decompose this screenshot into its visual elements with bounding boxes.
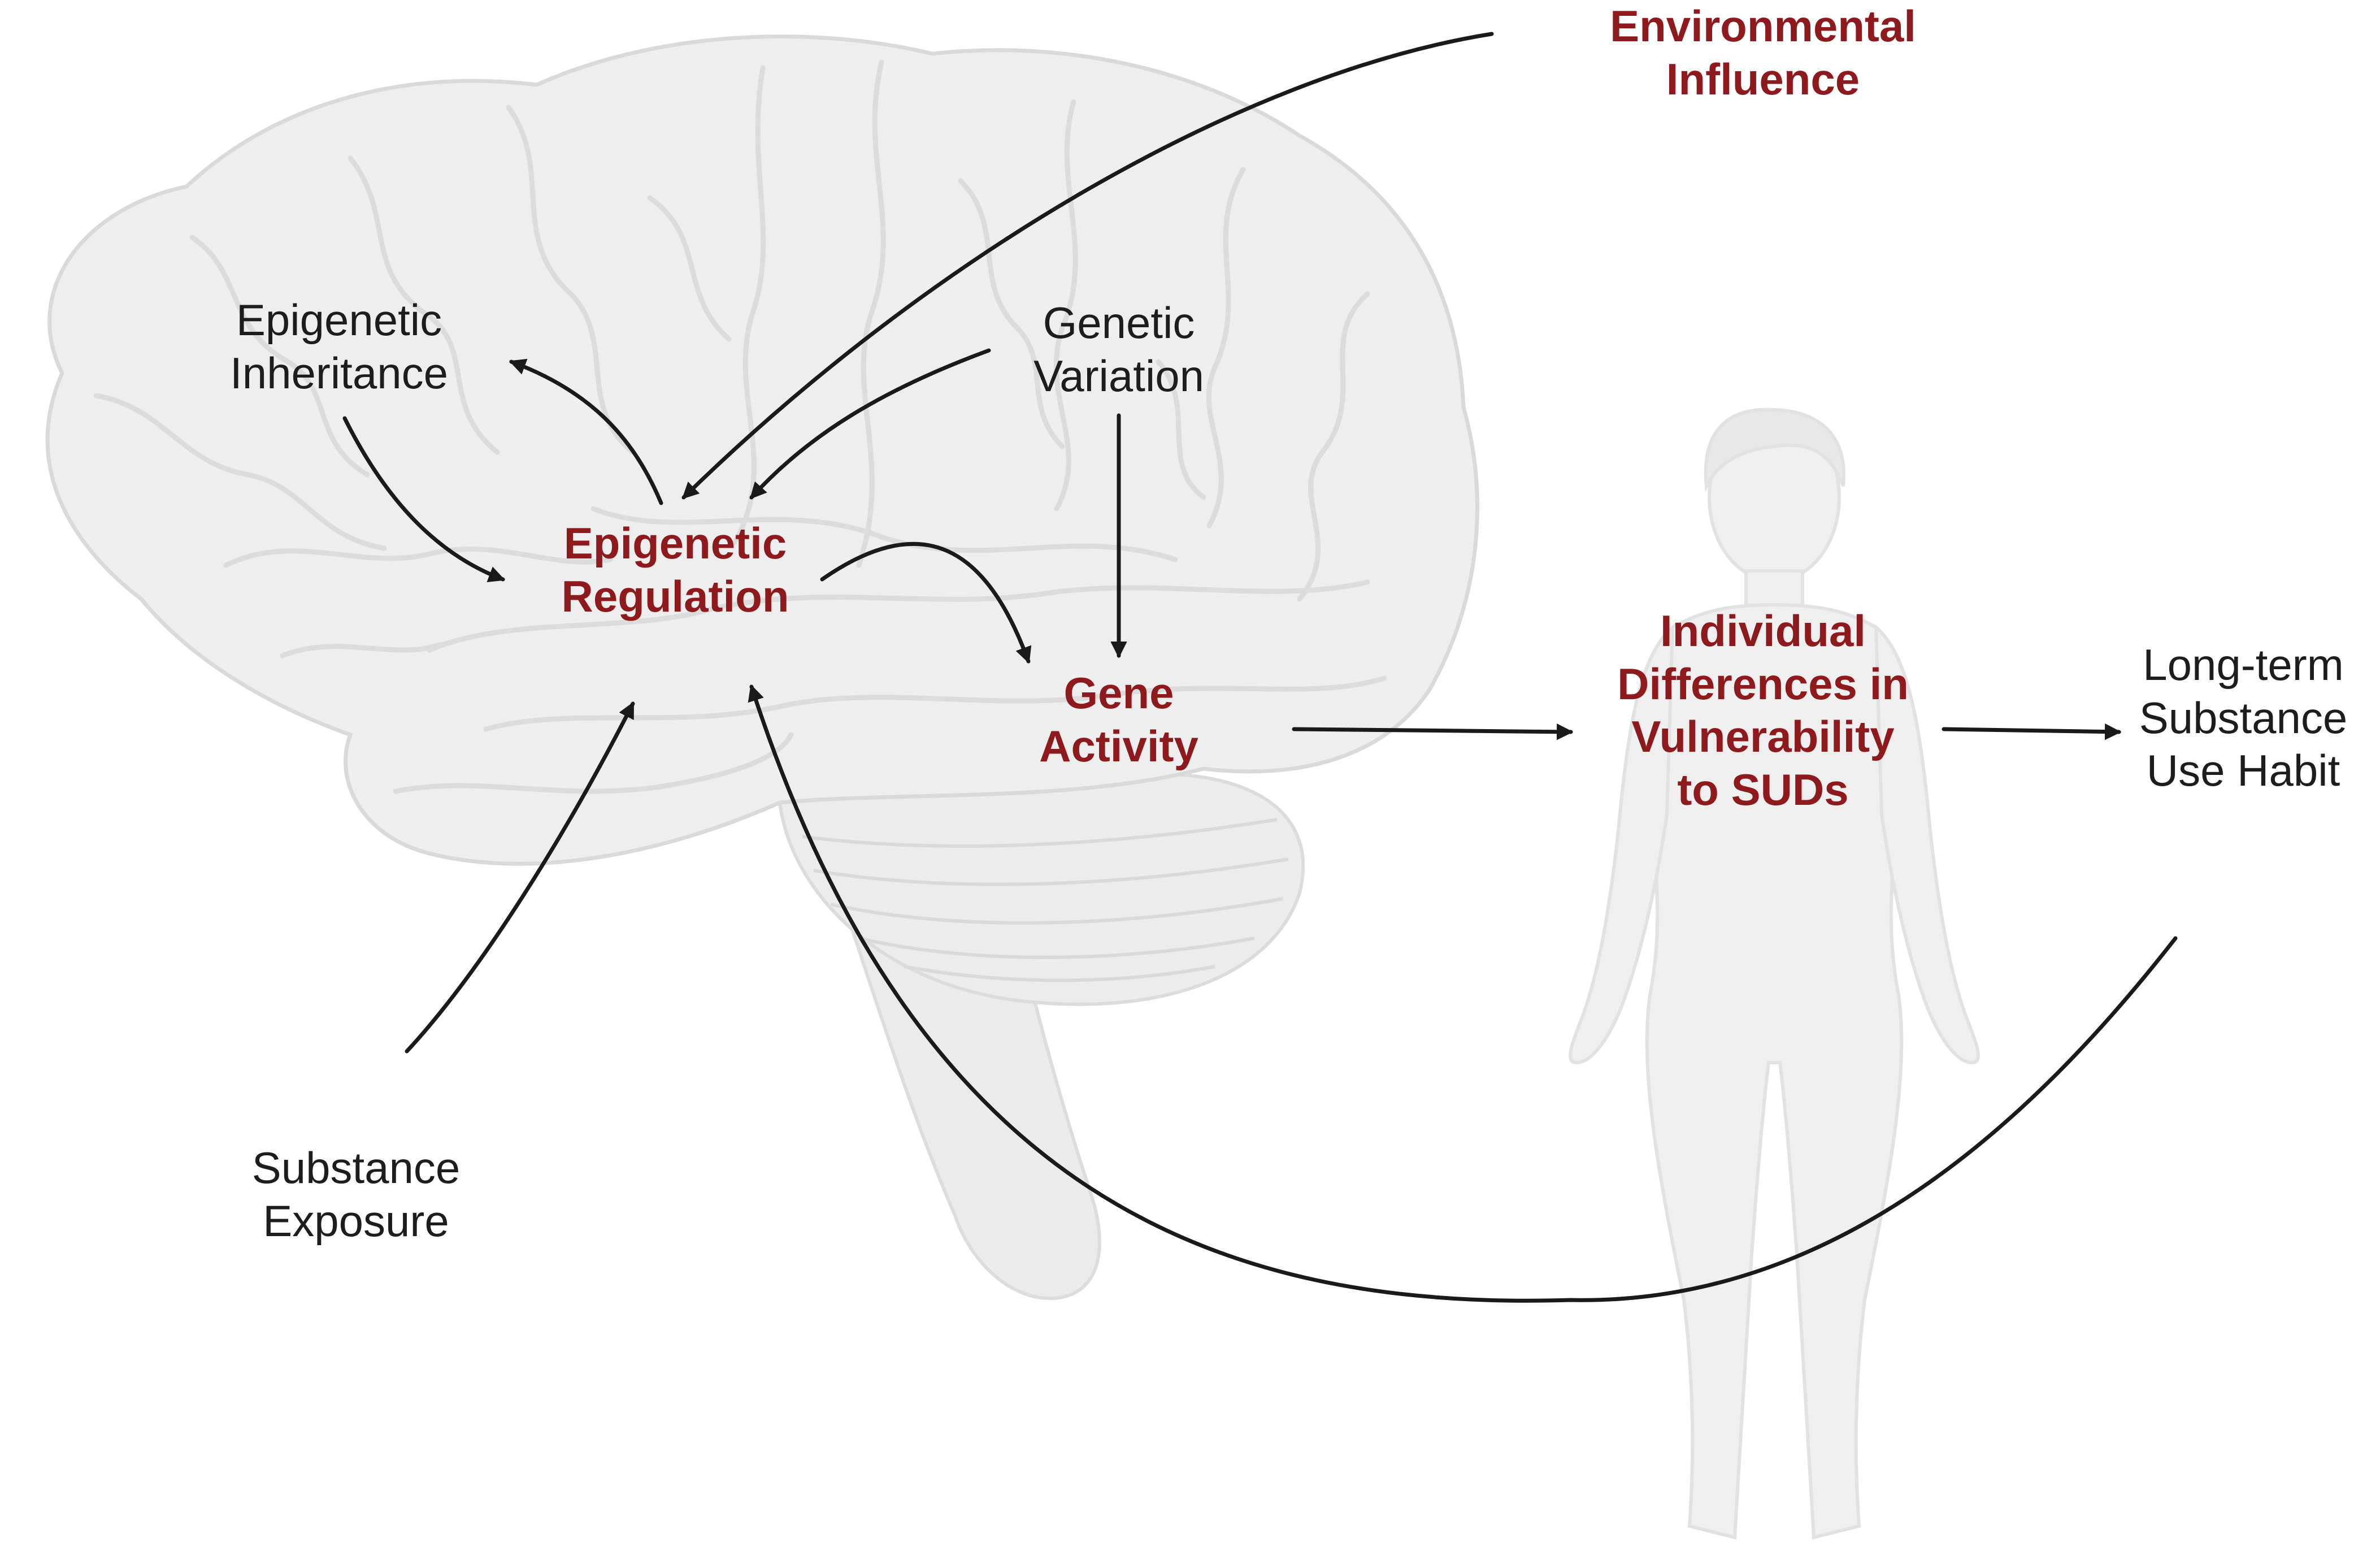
arrows — [342, 32, 2178, 1303]
label-genetic-variation: Genetic Variation — [1033, 298, 1205, 401]
arrow-environment-to-regulation — [681, 32, 1494, 500]
label-gene-activity: Gene Activity — [1039, 668, 1198, 771]
label-individual-differences: Individual Differences in Vulnerability … — [1617, 606, 1909, 814]
arrow-feedback-loop — [748, 684, 2178, 1303]
arrow-gene-activity-to-differences — [1292, 723, 1574, 740]
label-substance-exposure: Substance Exposure — [251, 1143, 461, 1246]
arrow-regulation-to-inheritance — [509, 358, 663, 505]
arrow-exposure-to-regulation — [405, 701, 635, 1054]
label-epigenetic-regulation: Epigenetic Regulation — [561, 518, 789, 621]
arrow-regulation-to-gene-activity — [820, 541, 1032, 664]
human-figure-illustration — [1569, 408, 1980, 1540]
arrow-differences-to-habit — [1942, 723, 2122, 740]
label-environmental-influence: Environmental Influence — [1610, 1, 1916, 104]
arrow-genetic-variation-to-regulation — [749, 348, 991, 500]
label-epigenetic-inheritance: Epigenetic Inheritance — [230, 295, 448, 398]
label-long-term-habit: Long-term Substance Use Habit — [2139, 640, 2348, 796]
arrow-inheritance-to-regulation — [342, 416, 506, 582]
